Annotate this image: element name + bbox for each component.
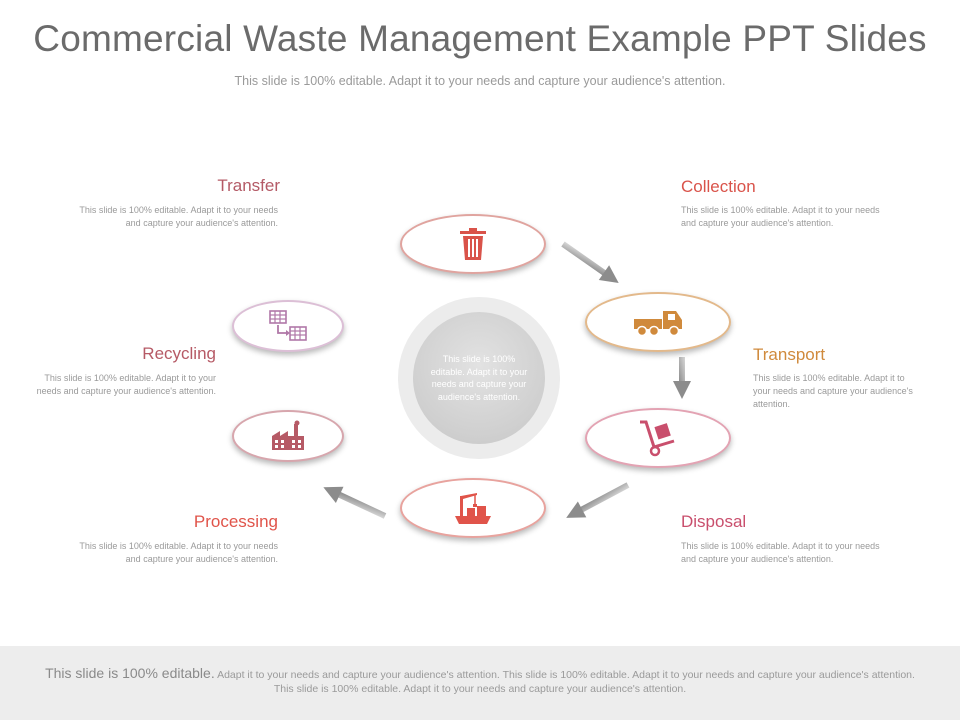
arrow-disposal-to-processing [566,482,630,518]
arrow-processing-to-recycling [323,486,387,519]
processing-description: This slide is 100% editable. Adapt it to… [79,541,278,564]
collection-description: This slide is 100% editable. Adapt it to… [681,205,880,228]
truck-icon [634,311,682,337]
factory-icon [272,420,304,450]
transfer-icon [269,310,307,341]
recycling-description: This slide is 100% editable. Adapt it to… [36,373,216,396]
trash-can-icon [460,228,486,260]
slide-subtitle: This slide is 100% editable. Adapt it to… [234,74,726,88]
disposal-node[interactable] [585,408,731,468]
arrow-collection-to-transport [561,241,619,284]
center-circle: This slide is 100% editable. Adapt it to… [413,312,545,444]
footer-lead: This slide is 100% editable. [45,665,215,681]
arrow-transport-to-disposal [673,357,691,399]
collection-label: Collection [681,177,756,196]
processing-label: Processing [193,512,278,531]
disposal-label: Disposal [681,512,747,531]
slide-title: Commercial Waste Management Example PPT … [33,18,927,59]
hand-truck-icon [640,420,675,457]
transport-label: Transport [753,345,826,364]
transfer-label: Transfer [217,176,280,195]
center-text: This slide is 100% editable. Adapt it to… [430,354,528,402]
collection-node[interactable] [400,214,546,274]
transport-description: This slide is 100% editable. Adapt it to… [753,373,913,409]
transfer-node[interactable] [232,300,344,352]
transport-node[interactable] [585,292,731,352]
footer-text: This slide is 100% editable. Adapt it to… [34,666,926,696]
transfer-description: This slide is 100% editable. Adapt it to… [79,205,278,228]
crane-barge-icon [455,493,491,524]
processing-node[interactable] [400,478,546,538]
footer-body: Adapt it to your needs and capture your … [217,669,915,695]
recycling-node[interactable] [232,410,344,462]
recycling-label: Recycling [142,344,216,363]
disposal-description: This slide is 100% editable. Adapt it to… [681,541,880,564]
footer-band: This slide is 100% editable. Adapt it to… [0,646,960,720]
